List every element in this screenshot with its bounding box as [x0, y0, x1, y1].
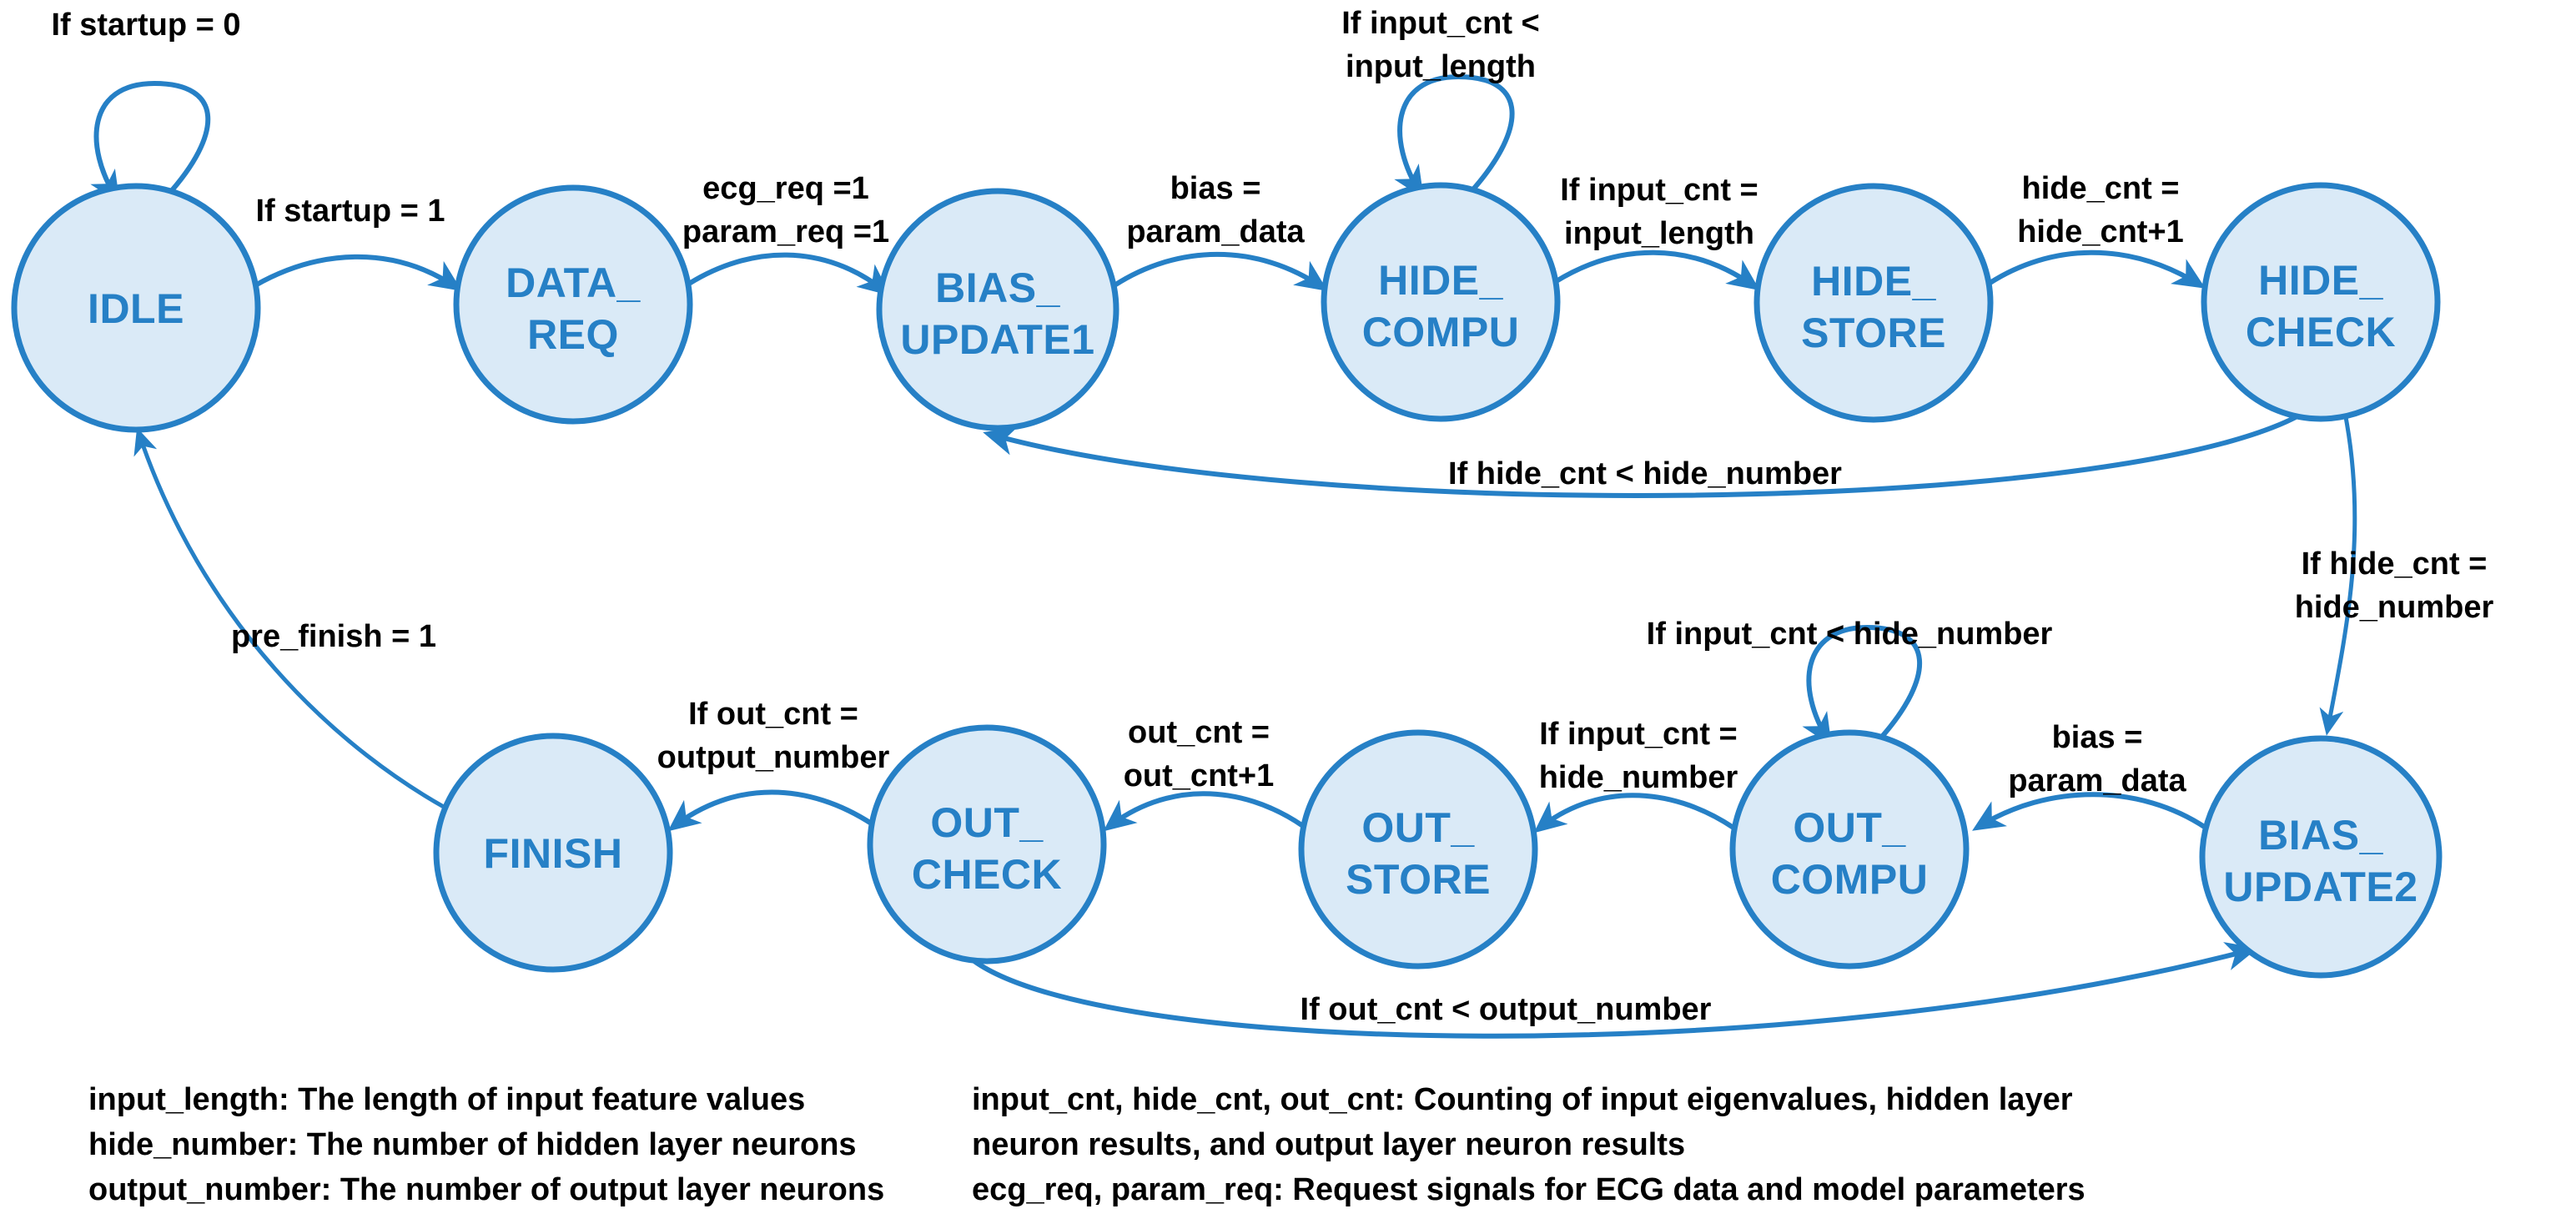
state-node-hide-compu[interactable]: HIDE_ COMPU	[1321, 182, 1561, 422]
label-bias-update2-to-out-compu-line1: bias =	[2052, 720, 2143, 755]
state-circle-hide-store[interactable]	[1753, 183, 1994, 423]
transition-labels-layer: If startup = 0 If startup = 1 ecg_req =1…	[52, 6, 2494, 1027]
transition-out-check-to-finish[interactable]	[667, 789, 874, 832]
state-circle-bias-update2[interactable]	[2199, 735, 2443, 979]
transition-bias-update2-to-out-compu[interactable]	[1972, 792, 2207, 831]
state-node-bias-update1[interactable]: BIAS_ UPDATE1	[876, 188, 1119, 431]
state-circle-out-compu[interactable]	[1729, 729, 1970, 970]
state-label-bias-update1-line2: UPDATE1	[900, 316, 1094, 363]
label-out-check-to-finish-line2: output_number	[657, 740, 890, 775]
state-node-data-req[interactable]: DATA_ REQ	[453, 184, 693, 425]
label-hide-store-to-hide-check-line1: hide_cnt =	[2022, 171, 2180, 206]
state-circle-data-req[interactable]	[453, 184, 693, 425]
transition-idle-self[interactable]	[90, 80, 211, 204]
state-label-hide-check-line2: CHECK	[2246, 309, 2396, 355]
state-circle-hide-check[interactable]	[2201, 182, 2441, 422]
label-out-store-to-out-check-line2: out_cnt+1	[1124, 758, 1275, 793]
label-data-req-to-bias-update1-line2: param_req =1	[682, 214, 889, 249]
transition-finish-to-idle[interactable]	[133, 427, 465, 820]
state-label-data-req-line2: REQ	[527, 311, 619, 358]
label-finish-to-idle: pre_finish = 1	[231, 619, 436, 654]
transition-bias-update1-to-hide-compu[interactable]	[1113, 251, 1328, 291]
label-hide-check-to-bias-update1: If hide_cnt < hide_number	[1448, 456, 1842, 491]
label-bias-update2-to-out-compu-line2: param_data	[2008, 763, 2186, 798]
state-circle-finish[interactable]	[433, 733, 673, 973]
label-hide-compu-to-hide-store-line2: input_length	[1564, 216, 1754, 251]
label-hide-compu-self-line2: input_length	[1346, 49, 1536, 84]
label-out-check-to-finish-line1: If out_cnt =	[688, 697, 858, 732]
legend-right-line-3: ecg_req, param_req: Request signals for …	[972, 1172, 2085, 1207]
transition-hide-compu-to-hide-store[interactable]	[1553, 249, 1760, 291]
state-label-idle: IDLE	[88, 285, 184, 332]
state-node-hide-store[interactable]: HIDE_ STORE	[1753, 183, 1994, 423]
label-data-req-to-bias-update1-line1: ecg_req =1	[702, 171, 869, 206]
transition-out-compu-to-out-store[interactable]	[1533, 793, 1735, 834]
label-hide-compu-to-hide-store-line1: If input_cnt =	[1560, 173, 1758, 208]
label-bias-update1-to-hide-compu-line2: param_data	[1126, 214, 1305, 249]
state-node-bias-update2[interactable]: BIAS_ UPDATE2	[2199, 735, 2443, 979]
label-out-check-to-out-compu: If out_cnt < output_number	[1301, 992, 1712, 1027]
transition-out-store-to-out-check[interactable]	[1103, 791, 1305, 832]
label-hide-check-to-bias-update2-line2: hide_number	[2295, 590, 2494, 625]
label-hide-store-to-hide-check-line2: hide_cnt+1	[2017, 214, 2184, 249]
legend-left-line-1: input_length: The length of input featur…	[88, 1082, 805, 1117]
transition-idle-to-data-req[interactable]	[254, 254, 462, 291]
label-out-store-to-out-check-line1: out_cnt =	[1128, 715, 1270, 750]
label-hide-check-to-bias-update2-line1: If hide_cnt =	[2302, 547, 2488, 582]
state-circle-bias-update1[interactable]	[876, 188, 1119, 431]
label-bias-update1-to-hide-compu-line1: bias =	[1170, 171, 1261, 206]
label-out-compu-to-out-store-line1: If input_cnt =	[1539, 717, 1738, 752]
state-label-bias-update2-line1: BIAS_	[2258, 812, 2383, 859]
legend-right-line-1: input_cnt, hide_cnt, out_cnt: Counting o…	[972, 1082, 2073, 1117]
transitions-layer	[90, 73, 2357, 1039]
state-node-out-compu[interactable]: OUT_ COMPU	[1729, 729, 1970, 970]
transition-hide-check-to-bias-update2[interactable]	[2319, 416, 2357, 736]
state-node-out-store[interactable]: OUT_ STORE	[1298, 729, 1538, 970]
state-label-hide-check-line1: HIDE_	[2258, 257, 2383, 304]
label-hide-compu-self-line1: If input_cnt <	[1341, 6, 1540, 41]
transition-data-req-to-bias-update1[interactable]	[687, 252, 891, 296]
legend-right-line-2: neuron results, and output layer neuron …	[972, 1127, 1685, 1162]
label-out-compu-self: If input_cnt < hide_number	[1647, 617, 2053, 652]
label-out-compu-to-out-store-line2: hide_number	[1539, 760, 1738, 795]
state-label-out-compu-line2: COMPU	[1771, 856, 1929, 903]
state-node-hide-check[interactable]: HIDE_ CHECK	[2201, 182, 2441, 422]
state-label-bias-update1-line1: BIAS_	[935, 264, 1060, 311]
state-label-out-store-line1: OUT_	[1361, 804, 1475, 851]
state-label-hide-store-line2: STORE	[1801, 310, 1946, 356]
state-node-out-check[interactable]: OUT_ CHECK	[867, 724, 1107, 965]
state-label-hide-compu-line1: HIDE_	[1378, 257, 1503, 304]
state-circle-out-store[interactable]	[1298, 729, 1538, 970]
state-node-idle[interactable]: IDLE	[11, 183, 261, 433]
transition-out-check-to-out-compu[interactable]	[973, 942, 2258, 1039]
transition-hide-compu-self[interactable]	[1394, 73, 1515, 199]
label-idle-to-data-req: If startup = 1	[256, 194, 445, 229]
state-label-hide-store-line1: HIDE_	[1811, 258, 1936, 305]
state-label-out-store-line2: STORE	[1346, 856, 1491, 903]
state-label-data-req-line1: DATA_	[506, 259, 641, 306]
transition-hide-store-to-hide-check[interactable]	[1987, 249, 2206, 289]
state-label-out-compu-line1: OUT_	[1793, 804, 1906, 851]
state-circle-idle[interactable]	[11, 183, 261, 433]
state-label-finish: FINISH	[484, 830, 623, 877]
state-label-hide-compu-line2: COMPU	[1362, 309, 1520, 355]
transition-hide-check-to-bias-update1[interactable]	[983, 415, 2297, 498]
state-circle-hide-compu[interactable]	[1321, 182, 1561, 422]
state-label-out-check-line2: CHECK	[912, 851, 1062, 898]
state-node-finish[interactable]: FINISH	[433, 733, 673, 973]
label-idle-self: If startup = 0	[52, 8, 241, 43]
state-circle-out-check[interactable]	[867, 724, 1107, 965]
states-layer: IDLE DATA_ REQ BIAS_ UPDATE1 HIDE_ COMPU…	[11, 182, 2443, 979]
legend-layer: input_length: The length of input featur…	[88, 1082, 2085, 1207]
legend-left-line-3: output_number: The number of output laye…	[88, 1172, 884, 1207]
legend-left-line-2: hide_number: The number of hidden layer …	[88, 1127, 857, 1162]
transition-out-compu-self[interactable]	[1802, 624, 1922, 746]
state-label-bias-update2-line2: UPDATE2	[2223, 864, 2418, 910]
state-label-out-check-line1: OUT_	[930, 799, 1044, 846]
